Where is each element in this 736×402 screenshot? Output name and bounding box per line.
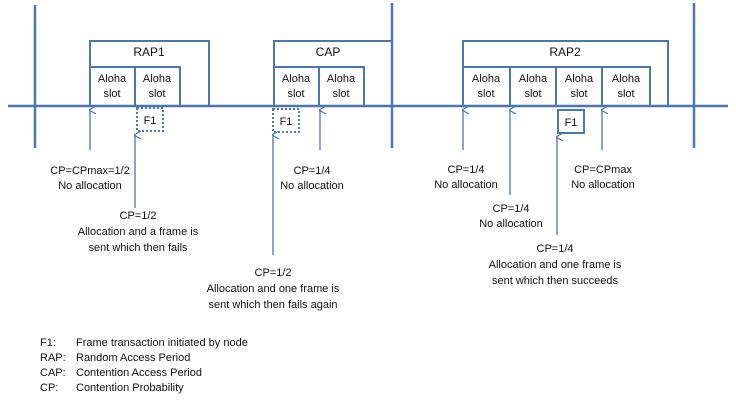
annotation-line: No allocation	[280, 180, 344, 192]
slot-label-line: slot	[332, 88, 349, 100]
period-label: RAP1	[133, 45, 165, 59]
frame-box	[272, 108, 300, 133]
frame-box	[557, 109, 585, 134]
slot-label-line: Aloha	[98, 73, 127, 85]
slot-label-line: slot	[287, 88, 304, 100]
period-label: RAP2	[549, 45, 581, 59]
aloha-slot-label: Aloha slot	[472, 73, 501, 100]
annotation-rap1-start: CP=CPmax=1/2 No allocation	[50, 165, 129, 192]
annotation-line: Allocation and one frame is	[489, 259, 622, 271]
slot-label-line: slot	[477, 88, 494, 100]
aloha-slot-label: Aloha slot	[565, 73, 594, 100]
aloha-slot-label: Aloha slot	[282, 73, 311, 100]
legend-text: Random Access Period	[76, 352, 191, 364]
slot-label-line: slot	[570, 88, 587, 100]
aloha-slot	[134, 66, 181, 107]
annotation-rap2-slot1: CP=1/4 No allocation	[434, 164, 498, 191]
frame-f1-rap1: F1	[136, 107, 164, 132]
period-rap1: RAP1 Aloha slot Aloha slot	[89, 40, 210, 107]
period-cap: CAP Aloha slot Aloha slot	[273, 40, 392, 107]
frame-f1-rap2: F1	[557, 109, 585, 134]
aloha-slot-label: Aloha slot	[98, 73, 127, 100]
slot-label-line: Aloha	[327, 73, 356, 85]
frame-label: F1	[280, 116, 293, 128]
slot-label-line: Aloha	[565, 73, 594, 85]
aloha-slot-label: Aloha slot	[519, 73, 548, 100]
frame-f1-cap: F1	[272, 108, 300, 133]
annotation-line: CP=1/4	[294, 165, 331, 177]
legend-key: RAP:	[40, 352, 66, 364]
annotation-line: Allocation and a frame is	[78, 226, 199, 238]
annotation-line: CP=1/4	[537, 243, 574, 255]
annotation-line: sent which then succeeds	[492, 275, 618, 287]
slot-label-line: Aloha	[143, 73, 172, 85]
annotation-line: CP=CPmax	[574, 164, 632, 176]
aloha-slot-label: Aloha slot	[327, 73, 356, 100]
slot-label-line: slot	[524, 88, 541, 100]
annotation-line: CP=1/2	[255, 267, 292, 279]
annotation-cap-slot2: CP=1/4 No allocation	[280, 165, 344, 192]
legend-key: F1:	[40, 337, 56, 349]
frame-box	[136, 107, 164, 132]
aloha-slot	[601, 66, 651, 107]
annotation-line: CP=1/2	[120, 210, 157, 222]
annotation-line: CP=1/4	[493, 203, 530, 215]
slot-label-line: Aloha	[519, 73, 548, 85]
frame-label: F1	[565, 117, 578, 129]
annotation-line: sent which then fails	[88, 242, 188, 254]
aloha-slot	[318, 66, 365, 107]
arrows	[90, 110, 602, 255]
annotation-line: Allocation and one frame is	[207, 283, 340, 295]
legend-item: F1: Frame transaction initiated by node	[40, 337, 248, 349]
annotation-rap2-slot4: CP=CPmax No allocation	[571, 164, 635, 191]
annotation-rap2-slot2: CP=1/4 No allocation	[479, 203, 543, 230]
annotation-line: No allocation	[434, 179, 498, 191]
legend-item: RAP: Random Access Period	[40, 352, 190, 364]
slot-label-line: slot	[148, 88, 165, 100]
period-label: CAP	[316, 45, 341, 59]
legend-item: CP: Contention Probability	[40, 382, 184, 394]
aloha-slot-label: Aloha slot	[612, 73, 641, 100]
annotation-line: No allocation	[58, 180, 122, 192]
legend-item: CAP: Contention Access Period	[40, 367, 202, 379]
slot-label-line: Aloha	[612, 73, 641, 85]
slot-label-line: slot	[617, 88, 634, 100]
frame-label: F1	[144, 115, 157, 127]
annotation-line: No allocation	[479, 218, 543, 230]
legend-key: CP:	[40, 382, 59, 394]
legend-text: Contention Probability	[76, 382, 184, 394]
legend-text: Contention Access Period	[76, 367, 202, 379]
annotation-line: CP=CPmax=1/2	[50, 165, 129, 177]
slot-label-line: Aloha	[472, 73, 501, 85]
slot-label-line: slot	[103, 88, 120, 100]
annotation-line: CP=1/4	[448, 164, 485, 176]
legend-key: CAP:	[40, 367, 66, 379]
aloha-slot-label: Aloha slot	[143, 73, 172, 100]
period-rap2: RAP2 Aloha slot Aloha slot Aloha slot Aloha…	[462, 40, 669, 107]
annotation-line: No allocation	[571, 179, 635, 191]
slot-label-line: Aloha	[282, 73, 311, 85]
legend-text: Frame transaction initiated by node	[76, 337, 248, 349]
annotation-line: sent which then fails again	[208, 299, 337, 311]
